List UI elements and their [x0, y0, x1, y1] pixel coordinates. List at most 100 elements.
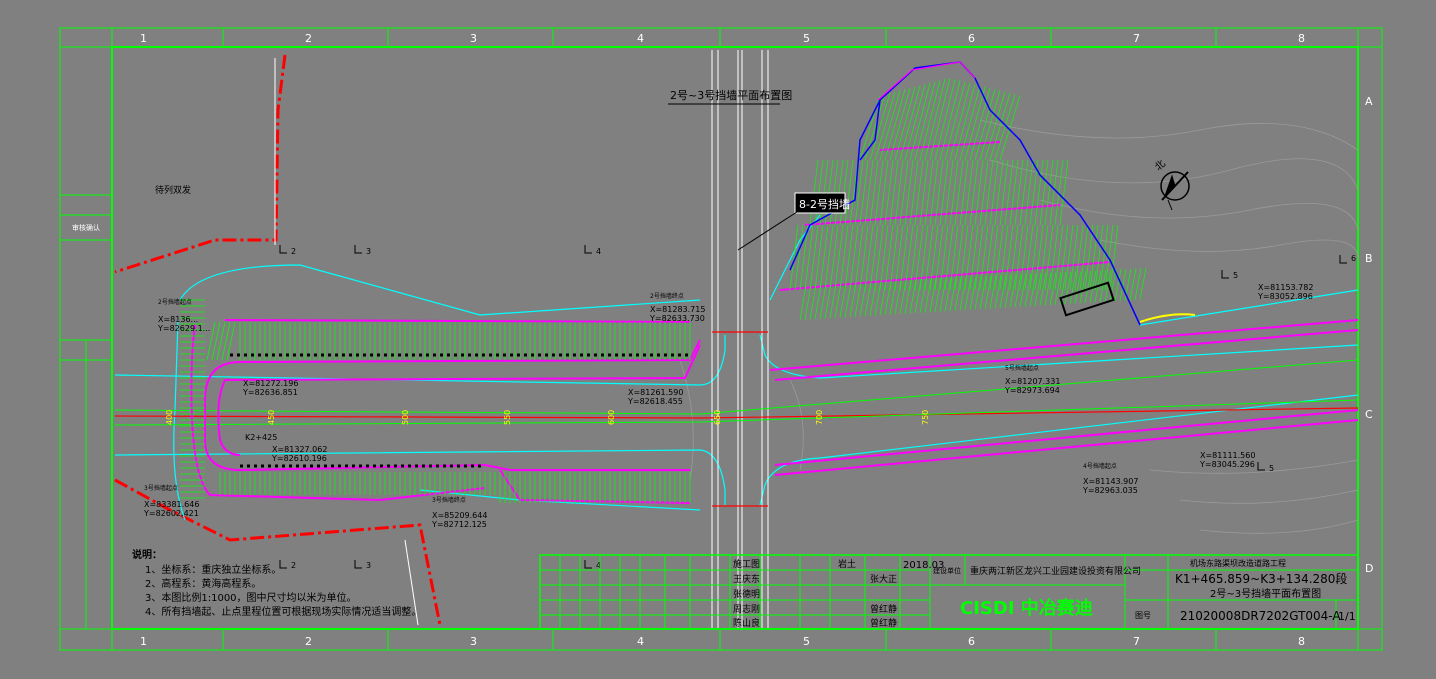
section-mark-2a: 2	[279, 245, 296, 256]
station-500: 500	[401, 410, 410, 425]
note-3: 3、本图比例1:1000，图中尺寸均以米为单位。	[145, 591, 357, 604]
grid-col-bottom-1: 1	[140, 635, 147, 648]
station-700: 700	[815, 410, 824, 425]
svg-text:Y=82602.421: Y=82602.421	[143, 509, 199, 518]
role-4: 周志刚	[733, 603, 760, 615]
grid-col-top-1: 1	[140, 32, 147, 45]
grid-row-A: A	[1365, 95, 1373, 108]
slope-hatch-lower	[219, 472, 691, 503]
svg-text:4: 4	[596, 561, 601, 570]
coord-annotation-4: X=81261.590 Y=82618.455	[627, 388, 683, 406]
road-edges	[114, 214, 1359, 521]
grid-col-top-4: 4	[637, 32, 644, 45]
note-4: 4、所有挡墙起、止点里程位置可根据现场实际情况适当调整。	[145, 605, 421, 618]
section-label-box	[794, 192, 846, 214]
svg-text:Y=82636.851: Y=82636.851	[242, 388, 298, 397]
svg-text:Y=82618.455: Y=82618.455	[627, 397, 683, 406]
role-2: 王庆东	[733, 573, 760, 585]
station-600: 600	[607, 410, 616, 425]
svg-text:2号挡墙终点: 2号挡墙终点	[650, 292, 684, 300]
note-1: 1、坐标系：重庆独立坐标系。	[145, 563, 281, 576]
grid-col-bottom-5: 5	[803, 635, 810, 648]
svg-text:Y=83045.296: Y=83045.296	[1199, 460, 1255, 469]
grid-col-bottom-3: 3	[470, 635, 477, 648]
svg-text:3: 3	[366, 247, 371, 256]
station-750: 750	[921, 410, 930, 425]
svg-text:Y=82629.1...: Y=82629.1...	[157, 324, 210, 333]
grid-row-D: D	[1365, 562, 1373, 575]
station-450: 450	[267, 410, 276, 425]
role-right-2: 张大正	[870, 573, 897, 585]
svg-text:X=81261.590: X=81261.590	[628, 388, 683, 397]
svg-text:6: 6	[1351, 254, 1356, 263]
section-mark-4a: 4	[584, 245, 601, 256]
section-mark-4b: 4	[584, 560, 601, 570]
range: K1+465.859~K3+134.280段	[1175, 571, 1347, 586]
drawing-no-label: 图号	[1135, 611, 1151, 620]
svg-text:4: 4	[596, 247, 601, 256]
notes-block: 说明： 1、坐标系：重庆独立坐标系。 2、高程系：黄海高程系。 3、本图比例1:…	[132, 548, 421, 618]
svg-text:3号挡墙终点: 3号挡墙终点	[432, 496, 466, 504]
plan-title: 2号~3号挡墙平面布置图	[670, 88, 792, 102]
drawing-no: 21020008DR7202GT004-A	[1180, 609, 1341, 623]
road-centerline	[114, 331, 1359, 507]
svg-text:2: 2	[291, 247, 296, 256]
svg-text:X=83381.646: X=83381.646	[144, 500, 199, 509]
svg-text:4号挡墙起点: 4号挡墙起点	[1083, 462, 1117, 470]
wall-ticks	[230, 353, 688, 468]
section-label: 8-2号挡墙	[799, 197, 850, 211]
role-right-4: 曾红静	[870, 617, 897, 629]
sidebar-label: 审核确认	[72, 223, 100, 232]
grid-col-top-2: 2	[305, 32, 312, 45]
svg-text:Y=83052.896: Y=83052.896	[1257, 292, 1313, 301]
grid-col-top-5: 5	[803, 32, 810, 45]
drawing-name: 2号~3号挡墙平面布置图	[1210, 587, 1321, 600]
grid-col-bottom-2: 2	[305, 635, 312, 648]
svg-text:3号挡墙起点: 3号挡墙起点	[144, 484, 178, 492]
left-sidebar	[60, 194, 112, 629]
coord-annotation-8: 5号挡墙起点 X=81207.331 Y=82973.694	[1004, 364, 1060, 395]
svg-text:X=81153.782: X=81153.782	[1258, 283, 1313, 292]
grid-col-top-8: 8	[1298, 32, 1305, 45]
section-leader	[737, 209, 801, 251]
svg-text:X=81272.196: X=81272.196	[243, 379, 298, 388]
slope-hatch-upper	[180, 299, 691, 499]
date: 2018.03	[903, 560, 944, 571]
grid-col-top-7: 7	[1133, 32, 1140, 45]
section-mark-6a: 6	[1339, 254, 1356, 264]
mid-station-label: K2+425	[245, 433, 277, 442]
company-logo: CISDI 中冶赛迪	[960, 597, 1093, 619]
drawing-frame	[59, 27, 1383, 651]
note-2: 2、高程系：黄海高程系。	[145, 577, 261, 590]
sheet: 1/1	[1338, 610, 1356, 623]
role-5: 陈山良	[733, 617, 760, 629]
coord-annotation-1: 2号挡墙起点 X=8136... Y=82629.1...	[157, 298, 210, 333]
grid-col-bottom-7: 7	[1133, 635, 1140, 648]
section-mark-2b: 2	[279, 560, 296, 570]
slope-hatch-hill	[789, 77, 1147, 321]
title-block	[539, 554, 1359, 630]
grid-col-bottom-6: 6	[968, 635, 975, 648]
section-mark-5a: 5	[1221, 270, 1238, 280]
boundary-line	[114, 54, 442, 626]
owner: 重庆两江新区龙兴工业园建设投资有限公司	[970, 565, 1141, 577]
north-label: 北	[1152, 158, 1167, 174]
alignment-line	[114, 359, 1359, 426]
svg-text:2: 2	[291, 561, 296, 570]
coord-annotation-7: 3号挡墙终点 X=85209.644 Y=82712.125	[431, 496, 487, 529]
svg-text:5号挡墙起点: 5号挡墙起点	[1005, 364, 1039, 372]
coord-annotation-3: X=81272.196 Y=82636.851	[242, 379, 298, 397]
svg-text:X=81111.560: X=81111.560	[1200, 451, 1255, 460]
svg-text:Y=82973.694: Y=82973.694	[1004, 386, 1060, 395]
coord-annotation-11: X=81111.560 Y=83045.296	[1199, 451, 1255, 469]
coord-annotation-5: X=81327.062 Y=82610.196	[271, 445, 327, 463]
coord-annotation-6: 3号挡墙起点 X=83381.646 Y=82602.421	[143, 484, 199, 518]
section-mark-3b: 3	[354, 560, 371, 570]
svg-text:Y=82712.125: Y=82712.125	[431, 520, 487, 529]
retaining-walls	[190, 141, 1359, 504]
owner-label: 建设单位	[933, 566, 961, 575]
role-1: 施工图	[733, 558, 760, 570]
